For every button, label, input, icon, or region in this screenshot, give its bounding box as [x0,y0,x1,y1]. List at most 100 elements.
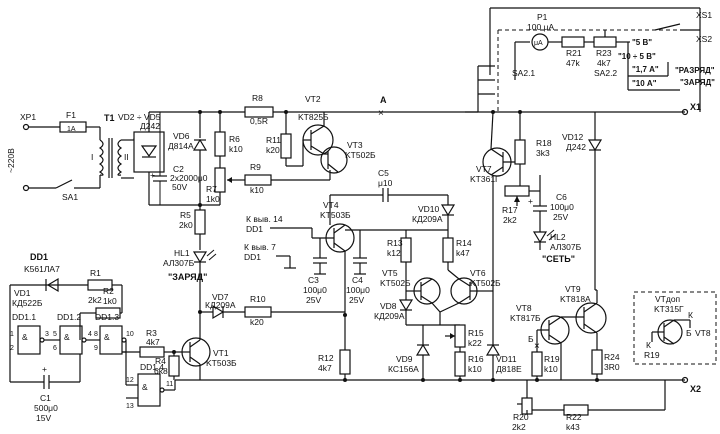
resistor-r16: R16 k10 [454,347,484,380]
svg-text:VTдоп: VTдоп [655,294,681,304]
switch-sa1 [55,179,73,189]
svg-text:5: 5 [53,331,57,338]
svg-text:VD12: VD12 [562,132,584,142]
f1-val: 1A [67,126,76,133]
svg-text:3: 3 [45,331,49,338]
resistor-r18: R18 3k3 [514,112,552,186]
svg-text:μA: μA [534,40,543,47]
resistor-r13: R13 k12 [387,230,412,280]
vd6-part: Д814А [168,141,194,151]
r8-ref: R8 [252,93,263,103]
transistor-vt4: VT4 KT503Б [312,200,355,330]
resistor-r12: R12 4k7 [318,330,351,380]
svg-text:R19: R19 [544,354,560,364]
svg-text:C3: C3 [308,275,319,285]
svg-text:15V: 15V [36,413,51,423]
svg-text:KT818А: KT818А [560,294,591,304]
svg-text:HL2: HL2 [550,232,566,242]
svg-text:&: & [104,332,110,342]
f1-ref: F1 [66,110,76,120]
r6-ref: R6 [229,134,240,144]
vt2-part: KT825Б [298,112,329,122]
svg-text:25V: 25V [553,212,568,222]
svg-text:R20: R20 [513,412,529,422]
resistor-r20: R20 2k2 [512,380,533,432]
svg-text:C6: C6 [556,192,567,202]
svg-text:R19: R19 [644,350,660,360]
bridge-ref: VD2 ÷ VD5 [118,112,161,122]
svg-text:VD7: VD7 [212,292,229,302]
svg-text:2k2: 2k2 [503,215,517,225]
svg-text:"1,7 А": "1,7 А" [632,65,659,74]
svg-text:&: & [64,332,70,342]
transistor-vt3: VT3 KT502Б [320,140,376,174]
svg-text:100μ0: 100μ0 [550,202,574,212]
transformer-t1: T1 I II [91,113,135,179]
svg-text:VD8: VD8 [380,301,397,311]
svg-text:"РАЗРЯД": "РАЗРЯД" [675,66,715,75]
svg-text:K561ЛА7: K561ЛА7 [24,264,60,274]
c5-val: μ10 [378,178,393,188]
svg-text:C1: C1 [40,393,51,403]
svg-text:АЛ307Б: АЛ307Б [163,258,195,268]
svg-text:&: & [142,382,148,392]
capacitor-c6: + C6 100μ0 25V [528,175,574,225]
svg-text:25V: 25V [306,295,321,305]
bridge-rectifier: VD2 ÷ VD5 Д242 [118,111,200,205]
mains-voltage: ~220В [6,148,16,173]
transistor-vt7: VT7 KT361Г [470,111,520,291]
r6-val: k10 [229,144,243,154]
xs1-label: XS1 [696,10,712,20]
resistor-r17: R17 2k2 [502,185,540,225]
point-a-label: A [380,95,387,105]
resistor-r9: R9 k10 [240,162,331,195]
svg-text:100 μA: 100 μA [527,22,554,32]
svg-text:4k7: 4k7 [597,58,611,68]
resistor-r22: R22 k43 [532,380,666,432]
zener-vd11: VD11 Д818Е [485,290,522,380]
svg-text:4k7: 4k7 [146,337,160,347]
vt4-part: KT503Б [320,210,351,220]
t1-w2: II [124,152,129,162]
svg-text:VT9: VT9 [565,284,581,294]
t1-ref: T1 [104,113,115,123]
capacitor-c4: C4 100μ0 25V [345,229,448,305]
svg-text:100μ0: 100μ0 [303,285,327,295]
svg-text:R24: R24 [604,352,620,362]
svg-text:КД522Б: КД522Б [12,298,43,308]
svg-text:+: + [528,196,533,206]
t1-w1: I [91,152,93,162]
svg-text:R4: R4 [155,356,166,366]
svg-text:2k2: 2k2 [512,422,526,432]
svg-text:КД209А: КД209А [412,214,443,224]
svg-text:R5: R5 [180,210,191,220]
top-rail: R8 0,5R A × X1 [198,93,701,126]
svg-text:VT8: VT8 [516,303,532,313]
svg-text:KT361Г: KT361Г [470,174,500,184]
svg-text:2: 2 [10,345,14,352]
svg-text:100μ0: 100μ0 [346,285,370,295]
svg-text:&: & [22,332,28,342]
zener-vd6: VD6 Д814А [168,112,208,205]
vt3-part: KT502Б [345,150,376,160]
diode-vd10: VD10 КД209А [412,195,456,230]
svg-text:R16: R16 [468,354,484,364]
c2-val2: 50V [172,182,187,192]
svg-text:VD9: VD9 [396,354,413,364]
c2-val1: 2x2000μ0 [170,173,208,183]
zener-vd9: VD9 КС156А [388,325,431,380]
vd6-ref: VD6 [173,131,190,141]
svg-text:R10: R10 [250,294,266,304]
resistor-r15: R15 k22 [445,324,484,348]
svg-text:VT8: VT8 [695,328,711,338]
svg-text:1k0: 1k0 [103,296,117,306]
svg-text:4k7: 4k7 [318,363,332,373]
svg-text:10: 10 [126,331,134,338]
svg-text:DD1: DD1 [30,252,48,262]
svg-text:k12: k12 [387,248,401,258]
svg-text:"10 ÷ 5 В": "10 ÷ 5 В" [618,52,656,61]
bridge-part: Д242 [140,121,160,131]
svg-text:К выв. 14: К выв. 14 [246,214,283,224]
vt2-ref: VT2 [305,94,321,104]
